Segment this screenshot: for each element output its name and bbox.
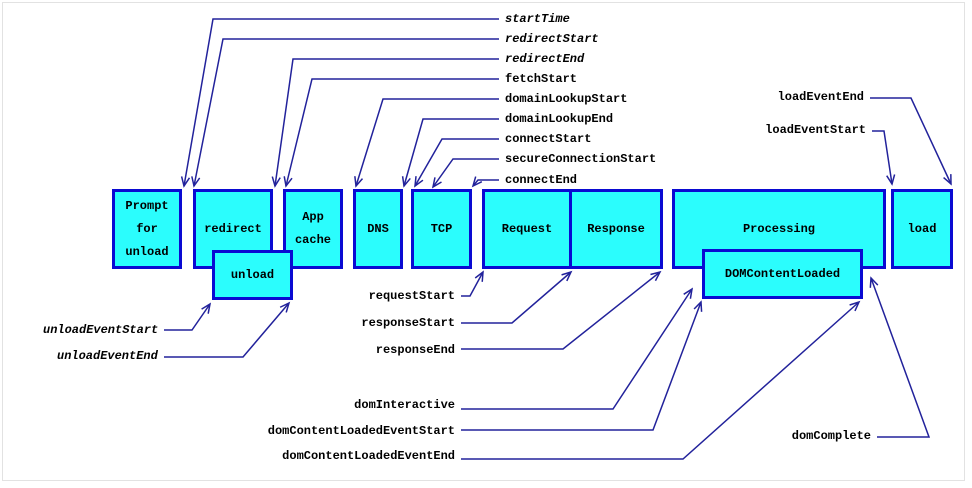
label-connectend: connectEnd bbox=[505, 173, 578, 187]
arrow-loadeventend bbox=[870, 97, 952, 186]
box-domcontentloaded: DOMContentLoaded bbox=[702, 249, 863, 299]
label-responsestart: responseStart bbox=[361, 316, 455, 330]
arrow-dominteractive bbox=[461, 287, 694, 410]
label-redirectend: redirectEnd bbox=[505, 52, 585, 66]
label-responseend: responseEnd bbox=[375, 343, 455, 357]
arrow-domainlookupend bbox=[401, 118, 499, 188]
arrow-redirectend bbox=[271, 58, 499, 188]
box-tcp: TCP bbox=[411, 189, 472, 269]
box-response: Response bbox=[569, 189, 663, 269]
arrow-requeststart bbox=[461, 270, 484, 297]
box-dns: DNS bbox=[353, 189, 403, 269]
arrow-domcontentloadedeventstart bbox=[461, 300, 703, 431]
arrow-responsestart bbox=[461, 270, 573, 324]
arrow-starttime bbox=[180, 18, 499, 188]
label-requeststart: requestStart bbox=[368, 289, 455, 303]
label-dominteractive: domInteractive bbox=[354, 398, 455, 412]
label-secureconnectionstart: secureConnectionStart bbox=[505, 152, 657, 166]
label-fetchstart: fetchStart bbox=[505, 72, 578, 86]
label-connectstart: connectStart bbox=[505, 132, 592, 146]
arrow-unloadeventstart bbox=[164, 302, 212, 331]
label-domcontentloadedeventend: domContentLoadedEventEnd bbox=[282, 449, 455, 463]
label-domcontentloadedeventstart: domContentLoadedEventStart bbox=[267, 424, 455, 438]
arrow-domcomplete bbox=[869, 276, 931, 438]
label-redirectstart: redirectStart bbox=[505, 32, 599, 46]
box-prompt-for-unload: Prompt for unload bbox=[112, 189, 182, 269]
arrow-connectend bbox=[471, 176, 499, 188]
arrow-unloadeventend bbox=[164, 301, 291, 358]
box-request: Request bbox=[482, 189, 572, 269]
label-domcomplete: domComplete bbox=[791, 429, 871, 443]
arrow-domainlookupstart bbox=[354, 98, 499, 188]
arrow-connectstart bbox=[414, 138, 499, 188]
label-unloadeventstart: unloadEventStart bbox=[43, 323, 159, 337]
label-domainlookupend: domainLookupEnd bbox=[505, 112, 614, 126]
label-loadeventstart: loadEventStart bbox=[765, 123, 866, 137]
box-app-cache: App cache bbox=[283, 189, 343, 269]
label-unloadeventend: unloadEventEnd bbox=[57, 349, 158, 363]
arrow-responseend bbox=[461, 270, 662, 350]
arrow-redirectstart bbox=[191, 38, 499, 188]
box-load: load bbox=[891, 189, 953, 269]
arrow-domcontentloadedeventend bbox=[461, 300, 861, 460]
label-loadeventend: loadEventEnd bbox=[777, 90, 864, 104]
label-domainlookupstart: domainLookupStart bbox=[505, 92, 628, 106]
arrow-loadeventstart bbox=[872, 130, 896, 186]
arrow-fetchstart bbox=[283, 78, 499, 188]
label-starttime: startTime bbox=[505, 12, 570, 26]
box-unload: unload bbox=[212, 250, 293, 300]
arrow-secureconnectionstart bbox=[431, 158, 499, 189]
